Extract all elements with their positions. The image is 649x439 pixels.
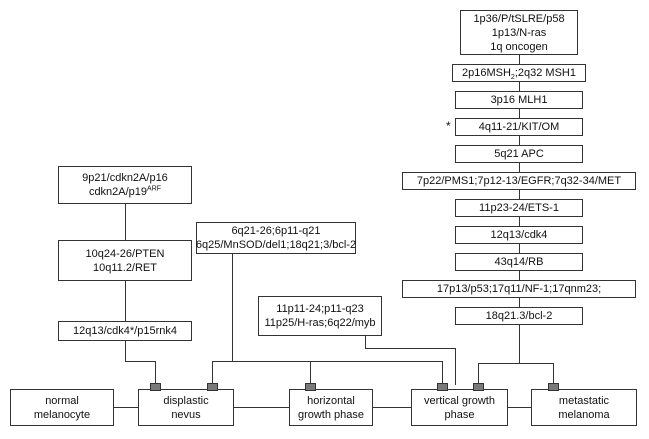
connector <box>519 298 520 307</box>
box-12q13-cdk4-label: 12q13/cdk4*/p15rnk4 <box>73 325 177 337</box>
connector <box>212 361 213 385</box>
box-11p11: 11p11-24;p11-q23 11p25/H-ras;6q22/myb <box>258 296 382 336</box>
box-7p22: 7p22/PMS1;7p12-13/EGFR;7q32-34/MET <box>402 172 636 190</box>
box-1p36: 1p36/P/tSLRE/p58 1p13/N-ras 1q oncogen <box>460 10 578 55</box>
connector <box>442 361 443 385</box>
connector <box>508 407 531 408</box>
connector <box>519 55 520 64</box>
box-1p36-line1: 1p36/P/tSLRE/p58 <box>473 12 565 25</box>
connector <box>519 82 520 91</box>
stage-vertical-growth: vertical growth phase <box>411 389 508 426</box>
connector-marker <box>548 383 559 391</box>
box-17p13: 17p13/p53;17q11/NF-1;17qnm23; <box>402 280 636 298</box>
connector <box>234 407 289 408</box>
box-6q21-line1: 6q21-26;6p11-q21 <box>231 225 321 237</box>
connector <box>553 363 554 385</box>
box-18q21-label: 18q21.3/bcl-2 <box>485 310 553 322</box>
box-5q21-label: 5q21 APC <box>494 148 544 160</box>
box-9p21: 9p21/cdkn2A/p16 cdkn2A/p19ARF <box>58 166 192 204</box>
connector <box>114 407 138 408</box>
box-2p16-label: 2p16MSH2;2q32 MSH1 <box>462 67 576 82</box>
asterisk-marker: * <box>446 119 451 133</box>
box-11p11-line2: 11p25/H-ras;6q22/myb <box>264 317 376 329</box>
connector <box>519 271 520 280</box>
box-6q21: 6q21-26;6p11-q21 6q25/MnSOD/del1;18q21;3… <box>196 222 356 254</box>
box-10q24-line2: 10q11.2/RET <box>92 261 157 274</box>
connector <box>519 325 520 363</box>
box-18q21: 18q21.3/bcl-2 <box>455 307 583 325</box>
connector <box>232 254 233 361</box>
box-4q11-label: 4q11-21/KIT/OM <box>478 121 560 133</box>
box-11p23: 11p23-24/ETS-1 <box>455 199 583 217</box>
box-3p16: 3p16 MLH1 <box>455 91 583 109</box>
connector <box>519 244 520 253</box>
stage-normal-melanocyte-line1: normal <box>45 394 79 407</box>
box-1p36-line3: 1q oncogen <box>490 40 548 53</box>
stage-vertical-growth-line1: vertical growth <box>424 394 495 407</box>
connector <box>519 217 520 226</box>
stage-dysplastic-nevus-line1: displastic <box>163 394 209 407</box>
stage-horizontal-growth-line2: growth phase <box>297 408 365 421</box>
box-7p22-label: 7p22/PMS1;7p12-13/EGFR;7q32-34/MET <box>416 175 622 187</box>
connector <box>155 361 156 384</box>
connector-marker <box>150 383 161 391</box>
stage-horizontal-growth-line1: horizontal <box>307 394 355 407</box>
connector-marker <box>207 383 218 391</box>
connector <box>373 407 411 408</box>
connector <box>365 336 366 348</box>
box-11p23-label: 11p23-24/ETS-1 <box>479 202 559 214</box>
connector <box>455 348 456 385</box>
box-9p21-line1: 9p21/cdkn2A/p16 <box>82 172 168 184</box>
connector <box>310 361 311 385</box>
connector <box>519 190 520 199</box>
stage-normal-melanocyte: normal melanocyte <box>10 389 114 426</box>
connector <box>519 163 520 172</box>
box-10q24-line1: 10q24-26/PTEN <box>85 247 165 260</box>
box-10q24: 10q24-26/PTEN 10q11.2/RET <box>58 240 192 281</box>
stage-metastatic-melanoma-line1: metastatic <box>558 394 610 407</box>
connector <box>365 348 455 349</box>
box-11p11-line1: 11p11-24;p11-q23 <box>276 303 364 315</box>
box-12q13-right: 12q13/cdk4 <box>455 226 583 244</box>
stage-normal-melanocyte-line2: melanocyte <box>33 408 91 421</box>
box-2p16: 2p16MSH2;2q32 MSH1 <box>452 64 586 82</box>
connector <box>125 281 126 321</box>
connector-marker <box>473 383 484 391</box>
box-43q14-label: 43q14/RB <box>494 256 544 268</box>
connector <box>125 361 155 362</box>
connector <box>125 204 126 240</box>
connector <box>478 363 479 385</box>
connector <box>125 341 126 361</box>
connector <box>478 363 553 364</box>
box-4q11: 4q11-21/KIT/OM <box>455 118 583 136</box>
stage-dysplastic-nevus: displastic nevus <box>138 389 234 426</box>
connector-marker <box>437 383 448 391</box>
box-9p21-line2: cdkn2A/p19ARF <box>88 185 162 198</box>
stage-horizontal-growth: horizontal growth phase <box>289 389 373 426</box>
box-12q13-cdk4: 12q13/cdk4*/p15rnk4 <box>58 321 192 341</box>
box-6q21-line2: 6q25/MnSOD/del1;18q21;3/bcl-2 <box>195 239 357 251</box>
connector-marker <box>305 383 316 391</box>
box-17p13-label: 17p13/p53;17q11/NF-1;17qnm23; <box>436 283 602 295</box>
stage-metastatic-melanoma-line2: melanoma <box>558 408 610 421</box>
box-3p16-label: 3p16 MLH1 <box>490 94 548 106</box>
connector <box>212 361 442 362</box>
stage-dysplastic-nevus-line2: nevus <box>171 408 201 421</box>
stage-vertical-growth-line2: phase <box>444 408 475 421</box>
connector <box>519 109 520 118</box>
stage-metastatic-melanoma: metastatic melanoma <box>531 389 637 426</box>
box-5q21: 5q21 APC <box>455 145 583 163</box>
box-1p36-line2: 1p13/N-ras <box>491 26 547 39</box>
box-12q13-right-label: 12q13/cdk4 <box>490 229 548 241</box>
connector <box>519 136 520 145</box>
box-43q14: 43q14/RB <box>455 253 583 271</box>
